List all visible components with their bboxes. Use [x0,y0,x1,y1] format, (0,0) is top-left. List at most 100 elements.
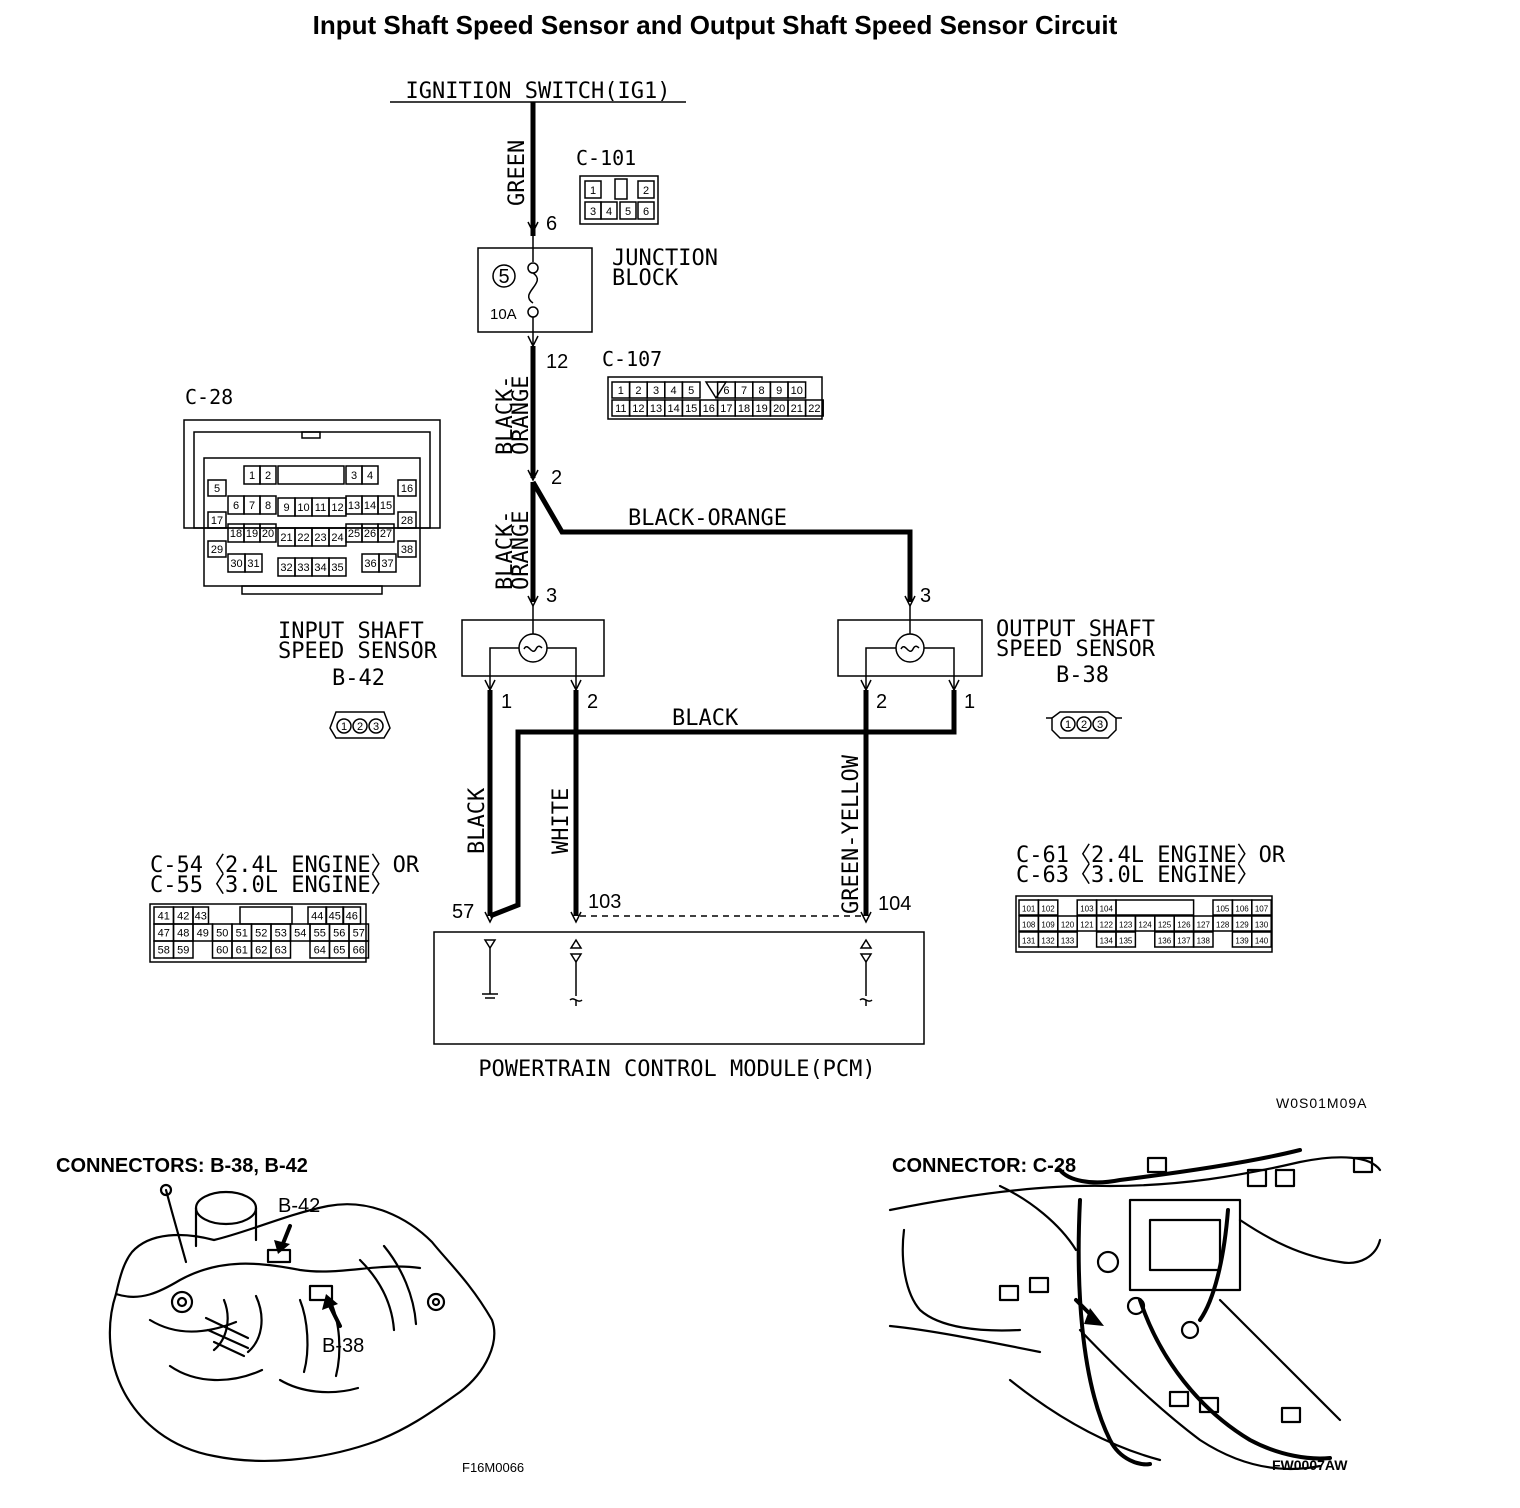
connector-pin-number: 10 [791,385,803,397]
connector-pin-number: 61 [236,945,248,957]
connector-cell [804,399,824,417]
c101-pin: 3 [590,206,596,218]
pcm-pin-103: 103 [588,891,621,913]
connector-pin-number: 124 [1138,921,1152,930]
output-sensor-label-1: OUTPUT SHAFT [996,617,1155,642]
connector-pin-number: 107 [1255,905,1269,914]
c107-key-icon [704,381,728,400]
c54-name-2: C-55〈3.0L ENGINE〉 [150,873,393,898]
wire-label-bo-branch: BLACK-ORANGE [628,506,787,531]
wire-label-black: BLACK [465,787,490,854]
fuse-terminal-top [527,262,539,274]
c101-name: C-101 [576,146,636,170]
input-sensor-connector-name: B-42 [332,666,385,691]
input-sensor-pin3: 3 [546,585,557,607]
connector-pin-number: 108 [1022,921,1036,930]
connector-pin-number: 105 [1216,905,1230,914]
output-sensor-connector-name: B-38 [1056,663,1109,688]
connector-pin-number: 15 [685,403,697,415]
wire-label-black-cross: BLACK [672,706,739,731]
connector-pin-number: 137 [1177,937,1191,946]
connector-pin-number: 19 [755,403,767,415]
connector-pin-number: 11 [315,502,326,514]
connector-pin-number: 127 [1197,921,1211,930]
connector-pin-number: 14 [667,403,679,415]
connector-pin-number: 120 [1061,921,1075,930]
connector-cell [681,381,701,399]
input-sensor-pin1: 1 [501,691,512,713]
arrow-c28-icon [1084,1308,1104,1326]
connector-cell [244,553,263,573]
connector-cell [1192,931,1214,948]
connector-pin-number: 8 [759,385,765,397]
connector-cell [377,495,395,515]
pcm-pin-57: 57 [452,901,474,923]
connector-pin-number: 59 [177,945,189,957]
connector-cell [1115,899,1195,916]
junction-block-box [477,247,593,333]
output-shaft-speed-sensor: 3 OUTPUT SHAFT SPEED SENSOR B-38 2 1 [837,585,1156,713]
arrow-b42-icon [274,1240,290,1254]
connector-pin-number: 29 [211,544,223,556]
connector-pin-number: 46 [346,911,358,923]
connector-pin-number: 102 [1041,905,1055,914]
connector-pin-number: 2 [635,385,641,397]
wire-label-bo-upper-1: BLACK- [493,376,518,455]
b42-pin: 3 [373,721,379,733]
connector-cell [259,465,277,485]
junction-block: 5 10A JUNCTION BLOCK [477,221,718,348]
connector-pin-number: 122 [1100,921,1114,930]
connector-pin-number: 38 [401,544,413,556]
connector-pin-number: 139 [1235,937,1249,946]
connector-c54: C-54〈2.4L ENGINE〉OR C-55〈3.0L ENGINE〉 41… [149,853,420,963]
connector-pin-number: 10 [297,502,309,514]
connector-cell [207,540,227,558]
c101-housing [579,175,659,225]
connector-pin-number: 125 [1158,921,1172,930]
connector-pin-number: 47 [158,928,170,940]
connector-pin-number: 18 [738,403,750,415]
connector-pin-number: 56 [333,928,345,940]
connector-pin-number: 109 [1041,921,1055,930]
connector-pin-number: 32 [280,562,292,574]
connector-pin-number: 136 [1158,937,1172,946]
connector-pin-number: 134 [1100,937,1114,946]
connector-pin-number: 51 [236,928,248,940]
connector-pin-number: 14 [364,500,376,512]
fuse-number-circle [492,264,516,288]
output-sensor-pin2: 2 [876,691,887,713]
connector-pin-number: 104 [1100,905,1114,914]
transaxle-sketch [108,1183,496,1462]
connector-pin-number: 126 [1177,921,1191,930]
c101-pin: 6 [643,206,649,218]
b42-pin: 2 [357,721,363,733]
wire-label-bo-lower-2: ORANGE [509,511,534,590]
connector-pin-number: 135 [1119,937,1133,946]
connector-pin-number: 53 [275,928,287,940]
connector-pin-number: 27 [380,528,392,540]
connector-pin-number: 106 [1235,905,1249,914]
connector-pin-number: 18 [230,528,242,540]
connector-cell [277,465,345,485]
connector-pin-number: 1 [249,470,255,482]
c101-pin: 5 [625,206,631,218]
connector-pin-number: 9 [283,502,289,514]
wire-label-green: GREEN [505,140,530,206]
connector-pin-number: 129 [1235,921,1249,930]
fuse-icon [527,272,539,304]
connector-pin-number: 6 [723,385,729,397]
connector-pin-number: 1 [618,385,624,397]
output-sensor-pin1: 1 [964,691,975,713]
connector-pin-number: 57 [353,928,365,940]
connector-pin-number: 20 [773,403,785,415]
input-sensor-label-1: INPUT SHAFT [278,619,424,644]
output-sensor-pin3: 3 [920,585,931,607]
connector-pin-number: 26 [364,528,376,540]
connector-pin-number: 4 [367,470,373,482]
connector-cell [207,511,227,529]
connector-cell [1251,899,1272,916]
connector-pin-number: 16 [401,483,413,495]
connector-cell [172,940,194,959]
connector-pin-number: 58 [158,945,170,957]
